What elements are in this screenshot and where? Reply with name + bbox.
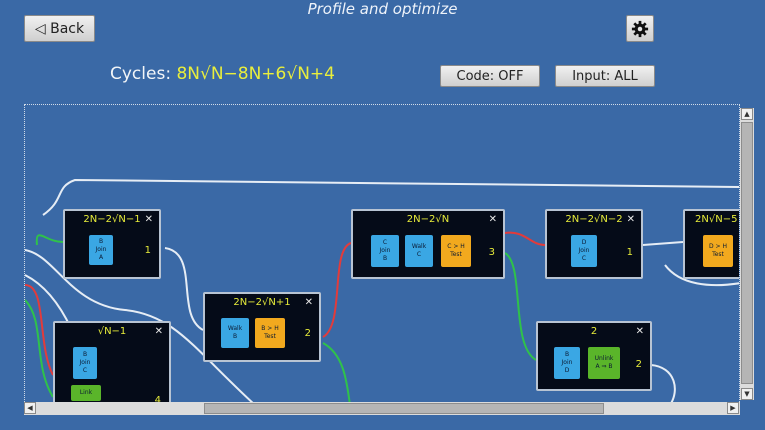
node-count: 4 (154, 395, 161, 404)
close-icon[interactable]: ✕ (304, 297, 313, 308)
instruction-arg: A (98, 254, 104, 261)
instruction-op: Join (561, 359, 573, 366)
node-count: 2 (635, 359, 642, 370)
instruction-arg: C > H (447, 243, 465, 250)
node-block[interactable]: 2N√N−5 D > H Test (683, 209, 739, 279)
node-count: 2 (304, 328, 311, 339)
join-instruction[interactable]: B Join A (89, 235, 113, 265)
scroll-up-button[interactable]: ▲ (741, 108, 753, 120)
code-toggle-button[interactable]: Code: OFF (440, 65, 540, 87)
close-icon[interactable]: ✕ (488, 214, 497, 225)
wire (25, 249, 255, 403)
wire (650, 364, 676, 403)
cycles-readout: Cycles: 8N√N−8N+6√N+4 (110, 64, 335, 84)
vertical-scroll-thumb[interactable] (741, 122, 753, 384)
page-title: Profile and optimize (307, 0, 458, 18)
vertical-scrollbar[interactable]: ▲ ▼ (740, 108, 754, 400)
node-title: √N−1 (97, 326, 127, 337)
instruction-op: Unlink (594, 355, 614, 362)
node-block[interactable]: 2N−2√N−1 ✕ B Join A 1 (63, 209, 161, 279)
unlink-instruction[interactable]: Unlink A ⇒ B (588, 347, 620, 379)
wire (504, 231, 546, 246)
instruction-arg: B (382, 255, 388, 262)
close-icon[interactable]: ✕ (154, 326, 163, 337)
instruction-arg: B (564, 351, 570, 358)
instruction-op: Join (95, 246, 107, 253)
instruction-arg: D (581, 239, 587, 246)
walk-instruction[interactable]: Walk C (405, 235, 433, 267)
close-icon[interactable]: ✕ (144, 214, 153, 225)
test-instruction[interactable]: D > H Test (703, 235, 733, 267)
wire (25, 284, 54, 376)
node-title: 2N−2√N (406, 214, 450, 225)
wire (322, 342, 351, 403)
instruction-arg: B (98, 238, 104, 245)
node-block[interactable]: 2N−2√N ✕ C Join B Walk C C > H Test 3 (351, 209, 505, 279)
wire (35, 234, 64, 246)
instruction-arg: C (382, 239, 388, 246)
instruction-arg: B > H (261, 325, 279, 332)
instruction-arg: C (82, 367, 88, 374)
instruction-op: Walk (227, 325, 243, 332)
scroll-down-button[interactable]: ▼ (741, 388, 753, 400)
wire (504, 252, 537, 361)
instruction-op: Link (79, 389, 93, 396)
instruction-op: Join (578, 247, 590, 254)
instruction-op: Test (712, 251, 724, 258)
wire (642, 241, 684, 246)
join-instruction[interactable]: C Join B (371, 235, 399, 267)
wire (25, 299, 54, 398)
wire (42, 178, 739, 216)
horizontal-scroll-thumb[interactable] (204, 403, 604, 414)
program-canvas[interactable]: 2N−2√N−1 ✕ B Join A 1 √N−1 ✕ B Join C Li… (24, 104, 740, 404)
instruction-op: Join (79, 359, 91, 366)
instruction-op: Join (379, 247, 391, 254)
node-title: 2N−2√N−1 (83, 214, 141, 225)
instruction-op: Test (264, 333, 276, 340)
instruction-arg: D (564, 367, 570, 374)
join-instruction[interactable]: B Join C (73, 347, 97, 379)
node-block[interactable]: 2N−2√N+1 ✕ Walk B B > H Test 2 (203, 292, 321, 362)
link-instruction[interactable]: Link (71, 385, 101, 401)
instruction-arg: A ⇒ B (595, 363, 613, 370)
instruction-arg: B (232, 333, 238, 340)
node-block[interactable]: √N−1 ✕ B Join C Link 4 (53, 321, 171, 404)
back-button[interactable]: ◁ Back (24, 15, 95, 42)
scroll-left-button[interactable]: ◀ (24, 402, 36, 414)
close-icon[interactable]: ✕ (635, 326, 644, 337)
instruction-arg: D > H (709, 243, 727, 250)
instruction-arg: B (82, 351, 88, 358)
cycles-formula: 8N√N−8N+6√N+4 (176, 64, 335, 84)
node-title: 2 (590, 326, 598, 337)
instruction-arg: C (416, 251, 422, 258)
walk-instruction[interactable]: Walk B (221, 318, 249, 348)
gear-icon (631, 20, 649, 37)
node-title: 2N−2√N+1 (233, 297, 291, 308)
input-toggle-button[interactable]: Input: ALL (555, 65, 655, 87)
node-title: 2N√N−5 (695, 214, 738, 225)
scroll-right-button[interactable]: ▶ (727, 402, 739, 414)
node-count: 3 (488, 247, 495, 258)
instruction-op: Walk (411, 243, 427, 250)
node-block[interactable]: 2 ✕ B Join D Unlink A ⇒ B 2 (536, 321, 652, 391)
instruction-arg: C (581, 255, 587, 262)
close-icon[interactable]: ✕ (626, 214, 635, 225)
node-count: 1 (626, 247, 633, 258)
cycles-label: Cycles: (110, 64, 172, 84)
wire (664, 264, 739, 287)
settings-button[interactable] (626, 15, 654, 42)
horizontal-scrollbar[interactable]: ◀ ▶ (24, 402, 740, 415)
node-title: 2N−2√N−2 (565, 214, 623, 225)
join-instruction[interactable]: D Join C (571, 235, 597, 267)
wire (164, 247, 204, 331)
node-block[interactable]: 2N−2√N−2 ✕ D Join C 1 (545, 209, 643, 279)
test-instruction[interactable]: C > H Test (441, 235, 471, 267)
join-instruction[interactable]: B Join D (554, 347, 580, 379)
node-count: 1 (144, 245, 151, 256)
test-instruction[interactable]: B > H Test (255, 318, 285, 348)
wire (322, 242, 352, 338)
instruction-op: Test (450, 251, 462, 258)
